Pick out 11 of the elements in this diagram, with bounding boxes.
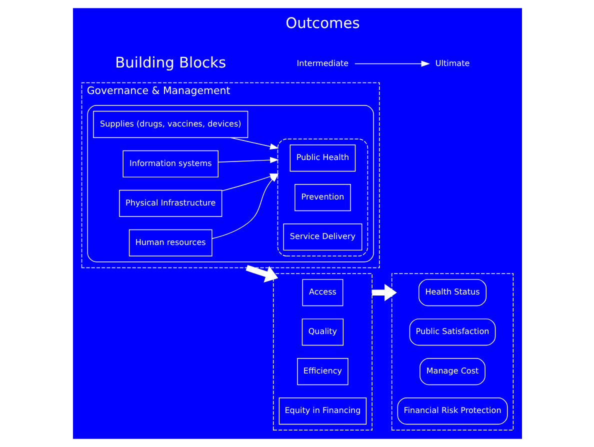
cluster xyxy=(276,138,368,256)
arrow xyxy=(372,284,396,302)
arrow xyxy=(217,157,278,164)
label: Building Blocks xyxy=(114,54,226,72)
cluster xyxy=(390,273,514,430)
cluster xyxy=(272,273,372,430)
arrow xyxy=(245,264,278,283)
cluster xyxy=(86,105,374,262)
arrow xyxy=(230,137,278,150)
arrow xyxy=(354,60,430,67)
label: Outcomes xyxy=(285,14,360,32)
